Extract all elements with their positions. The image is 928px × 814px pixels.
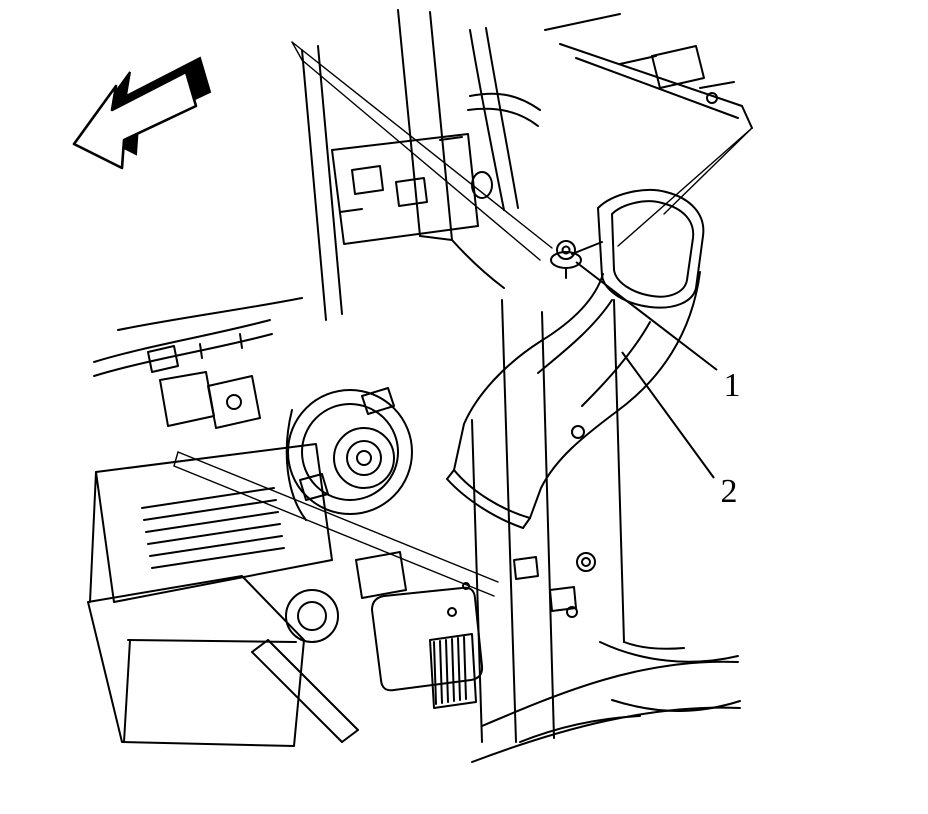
callouts: 1 2	[575, 261, 741, 510]
callout-2-label: 2	[721, 473, 738, 510]
air-outlet-duct	[446, 188, 705, 529]
blower-motor-assembly	[285, 387, 413, 521]
hvac-case	[87, 443, 333, 747]
upper-pillar-structure	[301, 9, 541, 321]
callout-1-label: 1	[724, 367, 741, 404]
lower-actuators	[251, 551, 484, 743]
callout-2-leader	[621, 351, 715, 479]
wiring-harness	[93, 297, 303, 377]
cowl-structure	[544, 13, 753, 129]
callout-1-leader	[575, 261, 718, 371]
lower-pillar-floor	[471, 299, 741, 763]
pointer-lines	[173, 41, 753, 597]
left-mount-bracket	[159, 371, 261, 429]
duct-fastener	[550, 240, 582, 279]
front-direction-arrow-icon	[72, 56, 212, 170]
